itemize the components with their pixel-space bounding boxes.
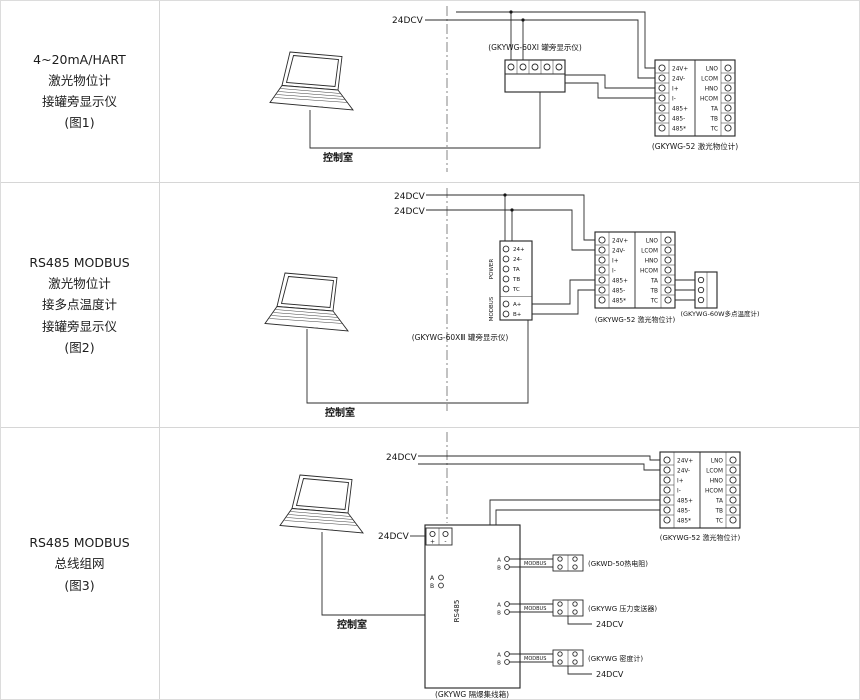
display-terminal-block: 24+ 24- TA TB TC A+ B+ POWER MODBUS — [489, 240, 533, 321]
laser-caption: (GKYWG-52 激光物位计) — [595, 315, 676, 324]
fig2-diagram: 24DCV 24DCV 24+ 24- TA TB TC A+ B+ POWER… — [264, 188, 760, 419]
thermometer-terminal-block — [694, 271, 718, 309]
control-cable — [321, 532, 425, 616]
power-group-label: POWER — [489, 259, 495, 280]
fig1-caption-line: 接罐旁显示仪 — [41, 94, 117, 109]
power-label: 24DCV — [596, 670, 624, 679]
junction-box-caption: (GKYWG 隔爆集线箱) — [435, 689, 509, 699]
fig3-caption-line: RS485 MODBUS — [29, 535, 130, 551]
terminal-label: 24- — [513, 257, 522, 263]
fig2-caption-line: 接罐旁显示仪 — [41, 318, 117, 334]
branch-2: MODBUS (GKYWG 压力变送器) 24DCV — [509, 599, 657, 629]
display-terminal-block — [504, 59, 566, 93]
fig1-caption-line: (图1) — [64, 115, 95, 131]
display-caption: (GKYWG-60XⅠ 罐旁显示仪) — [488, 42, 582, 52]
fig2-diagram-cell: 24DCV 24DCV 24+ 24- TA TB TC A+ B+ POWER… — [160, 183, 860, 428]
power-label: 24DCV — [394, 207, 426, 217]
control-room-label: 控制室 — [337, 618, 367, 631]
control-room-label: 控制室 — [323, 151, 353, 164]
laser-caption: (GKYWG-52 激光物位计) — [652, 141, 738, 151]
power-wires — [425, 10, 655, 79]
terminal-label: B+ — [513, 312, 522, 318]
fig3-caption-cell: RS485 MODBUS 总线组网 (图3) — [0, 428, 160, 700]
fig3-diagram: (GKYWG-52 激光物位计) 24DCV 控制室 24DCV + - A B… — [279, 432, 741, 699]
device-caption: (GKYWG 压力变送器) — [588, 604, 657, 613]
fig3-diagram-cell: (GKYWG-52 激光物位计) 24DCV 控制室 24DCV + - A B… — [160, 428, 860, 700]
terminal-label: 24+ — [513, 247, 525, 253]
fig1-caption-line: 激光物位计 — [48, 72, 111, 88]
modbus-wires — [532, 279, 595, 315]
plus-terminal-label: + — [430, 539, 435, 546]
modbus-label: MODBUS — [524, 606, 546, 612]
terminal-label: TA — [512, 267, 520, 273]
terminal-a-label: A — [430, 575, 435, 582]
terminal-b-label: B — [497, 661, 501, 667]
control-cable — [309, 92, 541, 149]
terminal-b-label: B — [430, 583, 434, 590]
fig2-caption-line: 接多点温度计 — [41, 297, 117, 313]
fig2-caption-cell: RS485 MODBUS 激光物位计 接多点温度计 接罐旁显示仪 (图2) — [0, 183, 160, 428]
rs485-wires — [489, 499, 660, 525]
terminal-label: A+ — [513, 302, 522, 308]
fig1-diagram: 24DCV (GKYWG-60XⅠ 罐旁显示仪) (GKYWG-52 激光物位计… — [269, 6, 738, 172]
laser-terminal-block — [594, 231, 676, 309]
laser-caption: (GKYWG-52 激光物位计) — [660, 533, 741, 542]
fig3-caption-line: (图3) — [64, 577, 95, 593]
display-caption: (GKYWG-60XⅢ 罐旁显示仪) — [412, 332, 509, 342]
power-label: 24DCV — [596, 620, 624, 629]
fig2-caption-line: (图2) — [64, 339, 95, 355]
power-label: 24DCV — [392, 16, 424, 26]
thermometer-wires — [675, 279, 695, 301]
laptop-icon — [279, 474, 364, 534]
junction-box: + - A B RS485 A B A B A B — [424, 524, 521, 689]
fig1-diagram-cell: 24DCV (GKYWG-60XⅠ 罐旁显示仪) (GKYWG-52 激光物位计… — [160, 0, 860, 183]
modbus-group-label: MODBUS — [489, 296, 495, 321]
terminal-a-label: A — [497, 653, 501, 659]
fig2-caption-line: 激光物位计 — [48, 276, 111, 292]
power-wires — [418, 455, 660, 471]
terminal-a-label: A — [497, 558, 501, 564]
signal-wires — [565, 74, 655, 99]
rs485-label: RS485 — [453, 600, 461, 623]
fig2-caption-line: RS485 MODBUS — [29, 254, 130, 270]
control-cable — [306, 320, 529, 404]
minus-terminal-label: - — [444, 539, 446, 546]
modbus-label: MODBUS — [524, 656, 546, 662]
laptop-icon — [269, 51, 354, 111]
terminal-label: TC — [512, 287, 520, 293]
terminal-b-label: B — [497, 566, 501, 572]
laptop-icon — [264, 272, 349, 332]
power-label: 24DCV — [386, 453, 418, 463]
power-label: 24DCV — [378, 532, 410, 542]
branch-1: MODBUS (GKWD-50热电阻) — [509, 554, 648, 572]
laser-terminal-block — [654, 59, 736, 137]
device-caption: (GKYWG 密度计) — [588, 654, 643, 663]
modbus-label: MODBUS — [524, 561, 546, 567]
fig1-caption-line: 4~20mA/HART — [33, 51, 126, 67]
power-label: 24DCV — [394, 192, 426, 202]
thermometer-caption: (GKYWG-60W多点温度计) — [680, 309, 759, 318]
terminal-label: TB — [512, 277, 520, 283]
power-wires — [426, 193, 595, 251]
terminal-b-label: B — [497, 611, 501, 617]
fig3-caption-line: 总线组网 — [54, 556, 105, 572]
branch-3: MODBUS (GKYWG 密度计) 24DCV — [509, 649, 643, 679]
device-caption: (GKWD-50热电阻) — [588, 559, 648, 568]
terminal-a-label: A — [497, 603, 501, 609]
laser-terminal-block — [659, 451, 741, 529]
control-room-label: 控制室 — [325, 406, 355, 419]
fig1-caption-cell: 4~20mA/HART 激光物位计 接罐旁显示仪 (图1) — [0, 0, 160, 183]
